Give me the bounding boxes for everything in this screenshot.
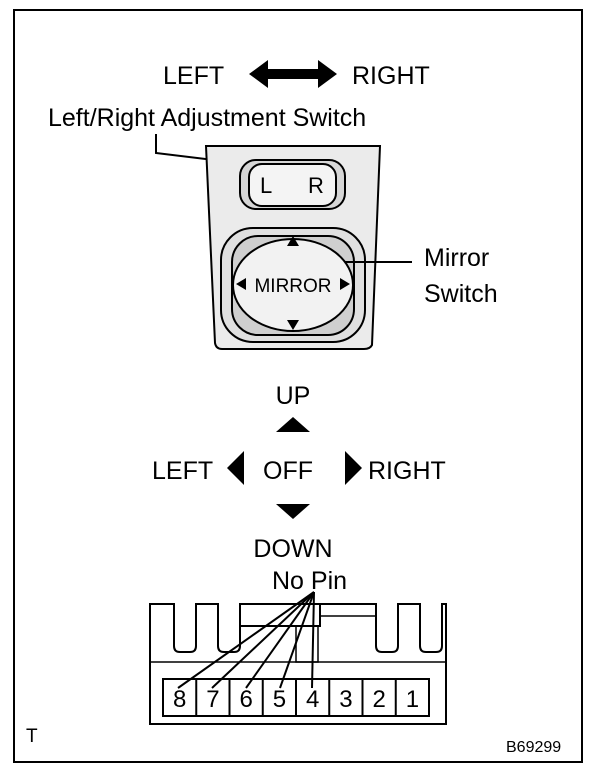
no-pin-leader-4 xyxy=(311,591,315,689)
no-pin-leaders xyxy=(177,591,315,689)
no-pin-leader-8 xyxy=(177,591,315,689)
lr-selector-l: L xyxy=(260,173,272,198)
pin-number-6: 6 xyxy=(239,686,252,713)
mirror-left-arrow-icon xyxy=(236,278,246,290)
down-arrow-icon xyxy=(276,504,310,519)
connector-lock-outline xyxy=(239,604,321,627)
right-label: RIGHT xyxy=(368,457,446,485)
left-label: LEFT xyxy=(152,457,213,485)
pin-number-1: 1 xyxy=(406,686,419,713)
no-pin-label: No Pin xyxy=(272,567,347,595)
pin-number-3: 3 xyxy=(339,686,352,713)
no-pin-leader-5 xyxy=(279,591,315,689)
mirror-button-label: MIRROR xyxy=(254,276,331,297)
pin-number-5: 5 xyxy=(273,686,286,713)
mirror-switch-label-line2: Switch xyxy=(424,280,498,308)
top-left-label: LEFT xyxy=(163,62,224,90)
pin-number-2: 2 xyxy=(372,686,385,713)
lr-selector-r: R xyxy=(308,173,324,198)
figure-code: B69299 xyxy=(506,739,561,756)
up-label: UP xyxy=(276,382,311,410)
top-right-label: RIGHT xyxy=(352,62,430,90)
lr-selector-button xyxy=(248,163,337,207)
down-label: DOWN xyxy=(253,535,332,563)
right-arrow-icon xyxy=(345,451,362,485)
pin-number-8: 8 xyxy=(173,686,186,713)
corner-mark: T xyxy=(26,726,38,747)
mirror-down-arrow-icon xyxy=(287,320,299,330)
no-pin-leader-6 xyxy=(245,591,315,689)
mirror-switch-label-line1: Mirror xyxy=(424,244,489,272)
mirror-up-arrow-icon xyxy=(287,236,299,246)
double-arrow-icon xyxy=(249,60,337,88)
mirror-right-arrow-icon xyxy=(340,278,350,290)
diagram-border xyxy=(13,9,583,763)
pin-number-7: 7 xyxy=(206,686,219,713)
adjustment-switch-label: Left/Right Adjustment Switch xyxy=(48,104,366,132)
no-pin-leader-7 xyxy=(211,591,315,689)
pin-number-4: 4 xyxy=(306,686,319,713)
left-arrow-icon xyxy=(227,451,244,485)
off-label: OFF xyxy=(263,457,313,485)
up-arrow-icon xyxy=(276,417,310,432)
